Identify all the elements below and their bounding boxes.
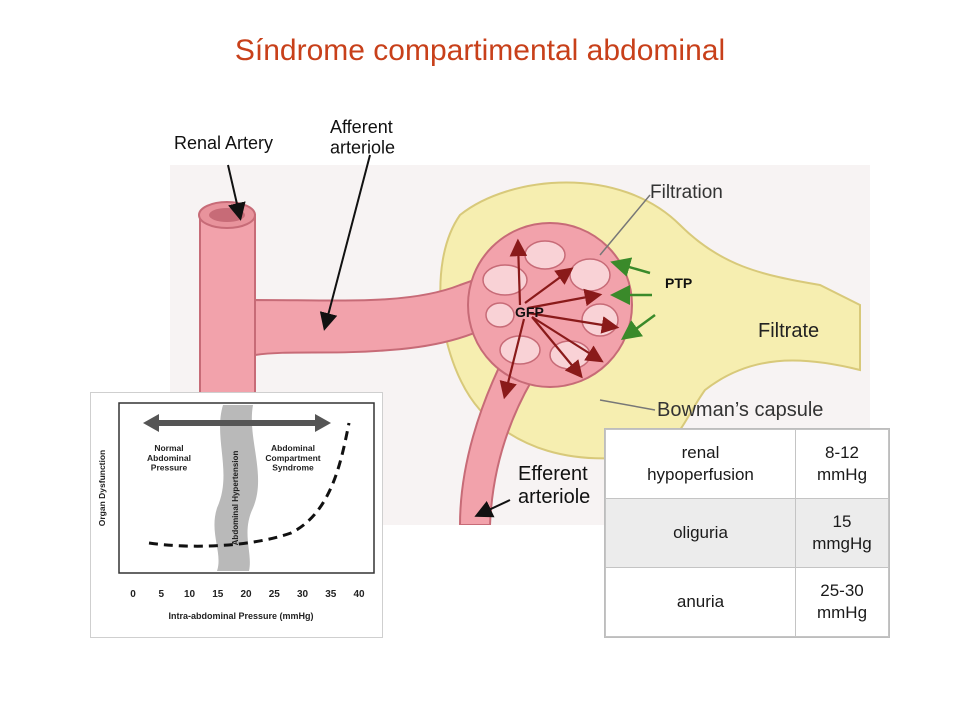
x-tick-label: 35 [325,589,337,600]
x-tick-label: 20 [240,589,252,600]
threshold-table-panel: renal hypoperfusion 8-12 mmHg oliguria 1… [604,428,890,638]
ptp-arrows [610,257,656,340]
filtration-label: Filtration [650,182,723,203]
hypertension-band [214,405,259,571]
table-row: renal hypoperfusion 8-12 mmHg [605,429,889,499]
pressure-cell: 8-12 mmHg [795,429,889,499]
hypertension-label: Abdominal Hypertension [231,451,240,546]
x-tick-labels: 0 5 10 15 20 25 30 35 40 [130,589,365,600]
x-tick-label: 10 [184,589,196,600]
bowmans-capsule-label: Bowman’s capsule [657,399,823,421]
afferent-pointer [319,154,371,331]
dysfunction-curve [148,422,351,548]
x-tick-label: 5 [158,589,164,600]
x-tick-label: 15 [212,589,224,600]
range-arrow [143,414,331,432]
x-tick-label: 25 [269,589,281,600]
table-row: anuria 25-30 mmHg [605,567,889,637]
ptp-label: PTP [665,275,692,291]
renal-artery-label: Renal Artery [174,133,273,153]
graph-ylabel: Organ Dysfunction [97,450,107,527]
slide-title: Síndrome compartimental abdominal [234,34,726,67]
table-row: oliguria 15 mmgHg [605,498,889,568]
threshold-table: renal hypoperfusion 8-12 mmHg oliguria 1… [605,429,889,637]
pressure-cell: 25-30 mmHg [795,567,889,637]
renal-artery-pointer [227,164,246,221]
filtration-pointer [599,194,651,256]
graph-xlabel: Intra-abdominal Pressure (mmHg) [168,611,313,621]
x-tick-label: 40 [353,589,365,600]
x-tick-label: 30 [297,589,309,600]
condition-cell: renal hypoperfusion [605,429,796,499]
pressure-cell: 15 mmgHg [795,498,889,568]
filtrate-label: Filtrate [758,320,819,342]
x-tick-label: 0 [130,589,136,600]
gfp-label: GFP [515,304,544,320]
efferent-pointer [474,499,511,518]
condition-cell: anuria [605,567,796,637]
condition-cell: oliguria [605,498,796,568]
bowmans-pointer [599,399,656,411]
gfp-arrows [499,238,620,400]
